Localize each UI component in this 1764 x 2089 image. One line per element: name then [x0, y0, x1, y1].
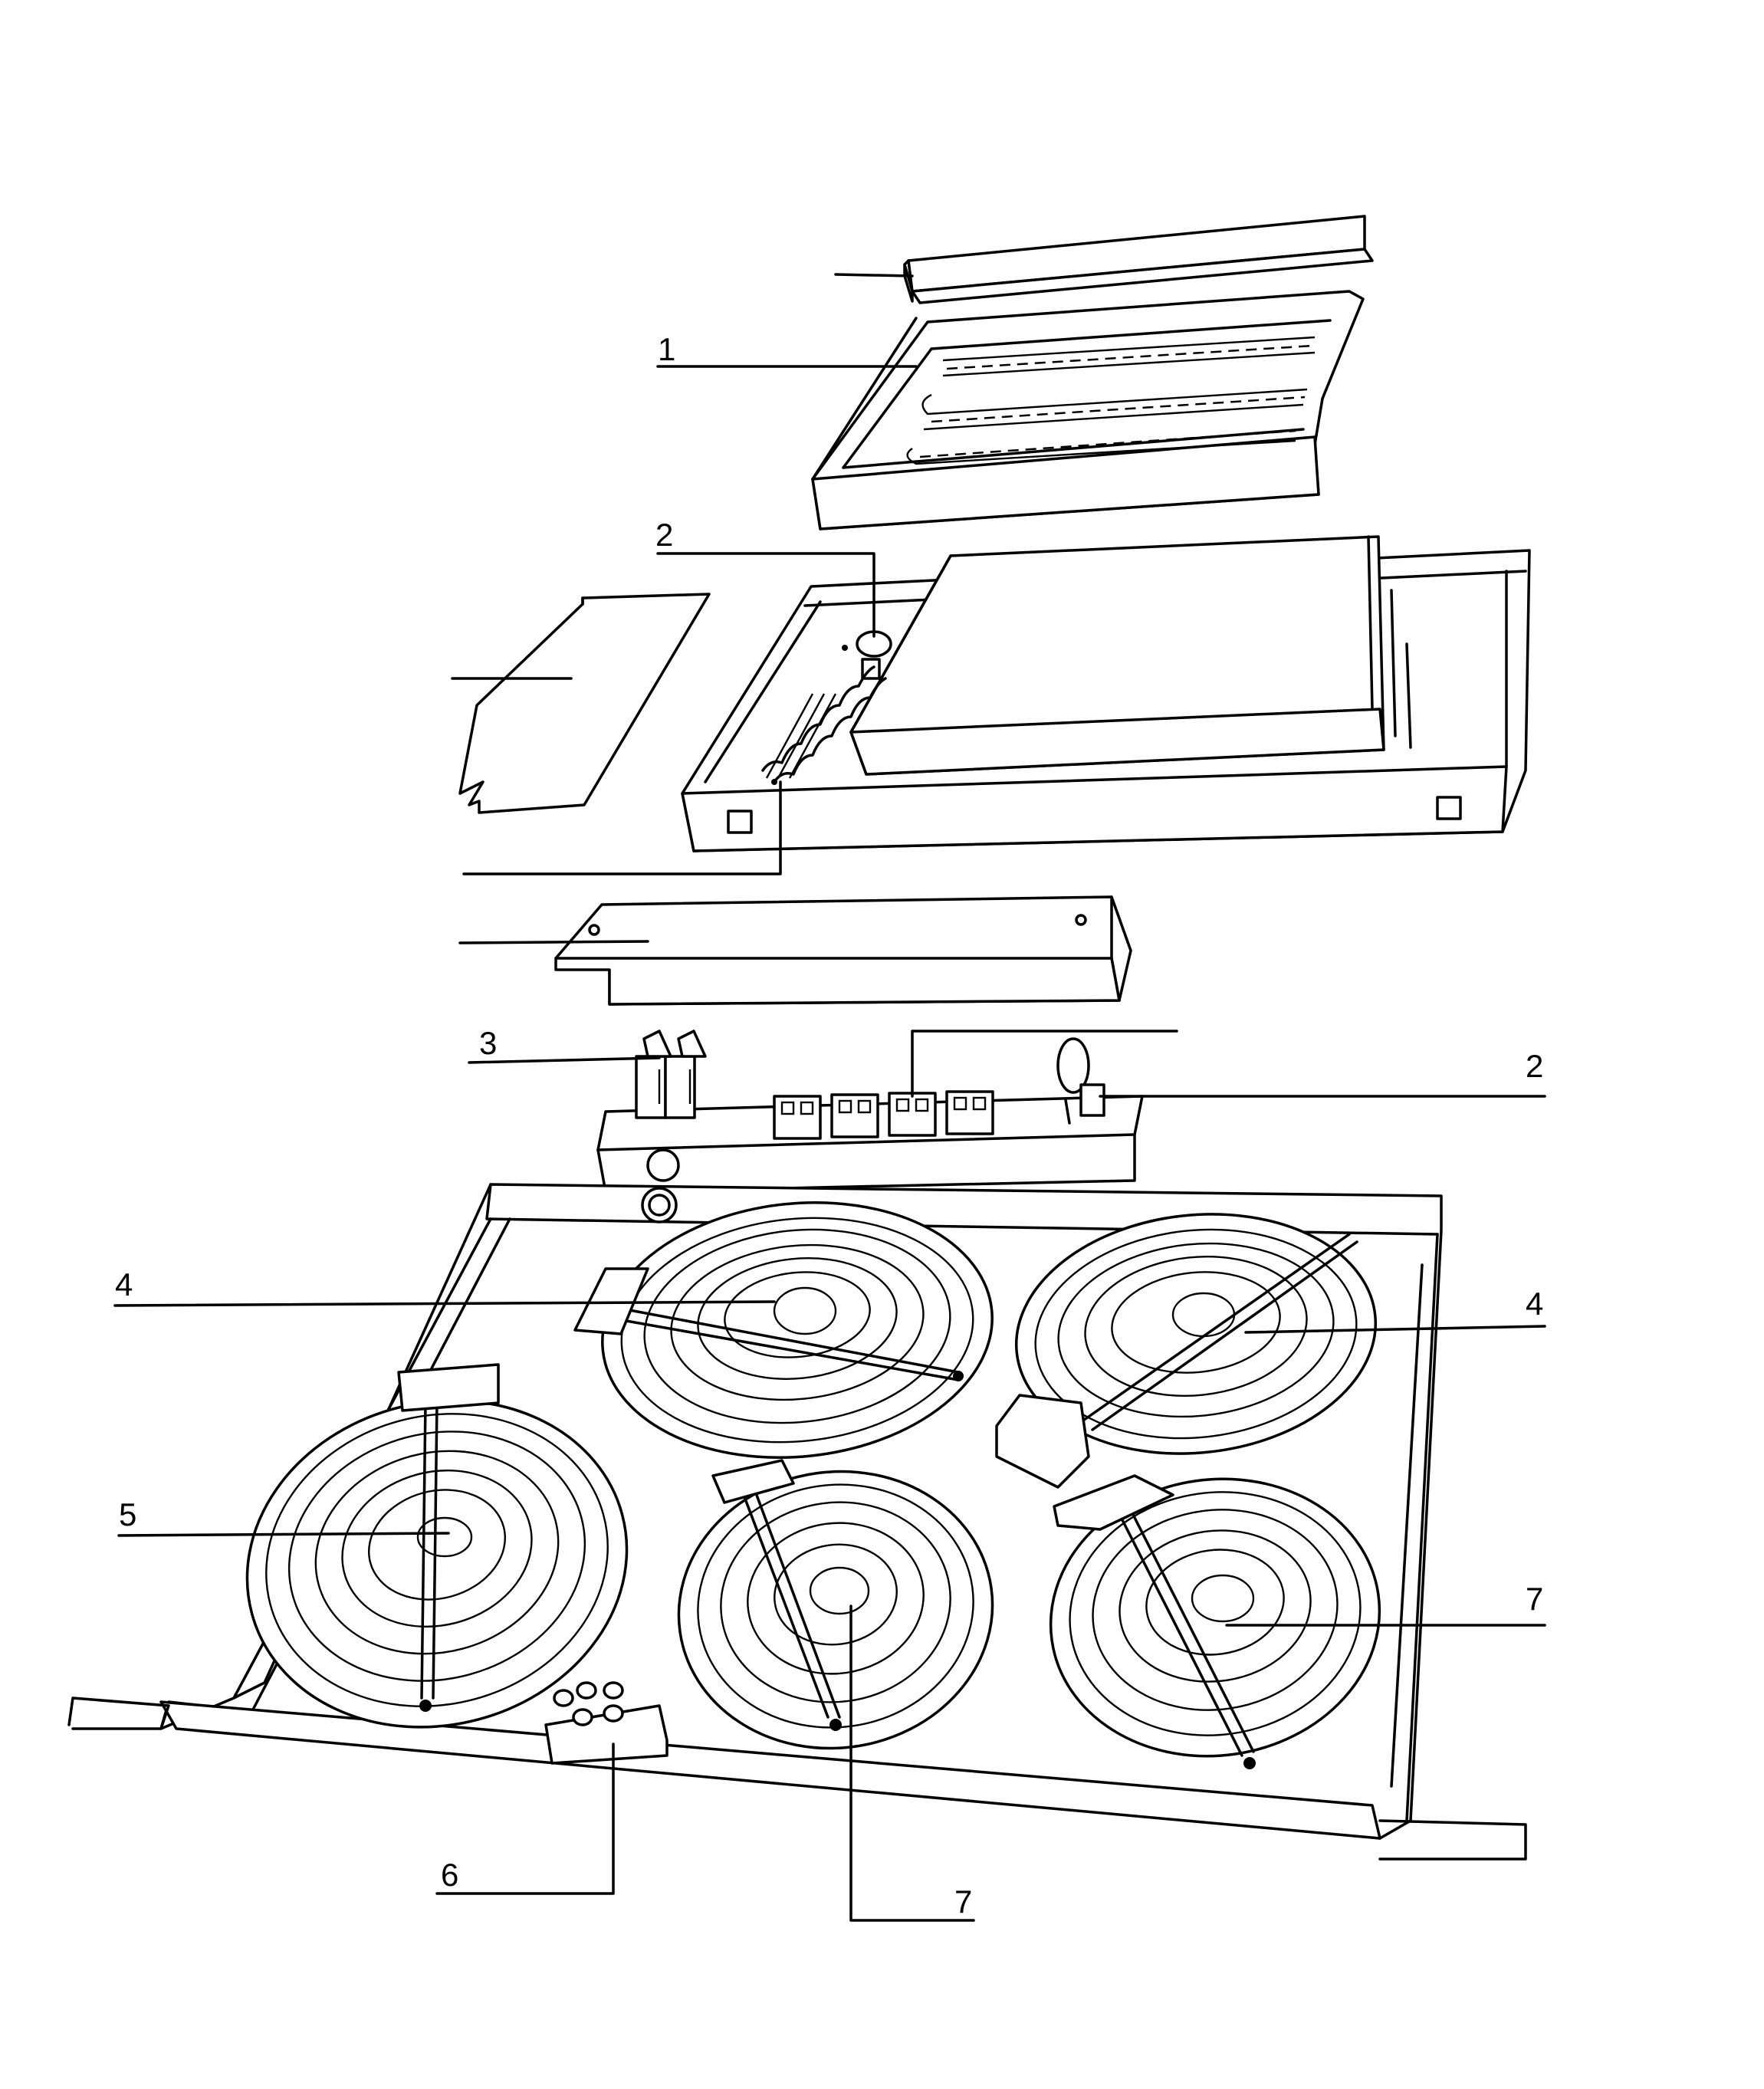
terminal-block-row	[596, 1030, 1144, 1194]
junction-box-part	[544, 1681, 668, 1765]
callout-labels: 1 2 3 2 4 4 5 7 6 7	[115, 331, 1543, 1920]
callout-label-6: 6	[441, 1857, 458, 1893]
callout-label-2-upper: 2	[655, 517, 673, 553]
cooking-ring-rear-right	[995, 1213, 1378, 1489]
leader-lines	[113, 273, 1546, 1922]
top-cap-part	[903, 215, 1374, 304]
cooking-ring-rear-left	[573, 1201, 994, 1459]
callout-label-7-right: 7	[1526, 1581, 1543, 1617]
middle-frame-part	[681, 535, 1531, 852]
cross-bar-part	[554, 895, 1132, 1006]
callout-label-4-left: 4	[115, 1266, 133, 1302]
callout-label-1: 1	[658, 331, 675, 367]
callout-label-4-right: 4	[1526, 1286, 1543, 1322]
cooking-ring-front-right	[1049, 1474, 1381, 1769]
callout-label-5: 5	[119, 1496, 136, 1532]
callout-label-2-lower: 2	[1526, 1048, 1543, 1084]
callout-label-3: 3	[479, 1025, 497, 1061]
cooking-ring-front-left-large	[245, 1363, 629, 1729]
side-plate-part	[458, 593, 711, 814]
heating-element-tray	[811, 290, 1365, 530]
callout-label-7-bottom: 7	[954, 1884, 972, 1920]
cooking-ring-front-middle	[677, 1459, 994, 1750]
